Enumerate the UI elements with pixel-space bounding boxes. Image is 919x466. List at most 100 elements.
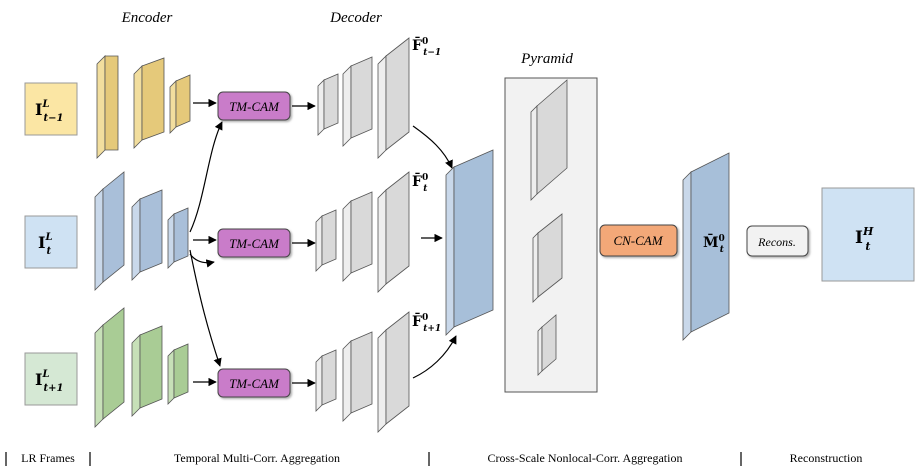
tmcam-top-label: TM-CAM <box>229 99 280 114</box>
encoder-prev-l2-side <box>133 65 143 149</box>
decoder-prev-l2-front <box>350 56 373 139</box>
cncam-label: CN-CAM <box>613 233 663 248</box>
tmcam-bot: TM-CAM <box>217 368 291 398</box>
encoder-prev <box>96 55 191 159</box>
encoder-next-l2-side <box>131 334 141 417</box>
pyramid-l3-front <box>541 314 557 372</box>
tmcam-bot-label: TM-CAM <box>229 376 280 391</box>
decoder-curr <box>315 171 410 293</box>
arrow-curr-to-tmcam-bot <box>189 249 222 367</box>
m-sub: t <box>720 245 725 255</box>
pyramid-l1-front <box>536 79 568 195</box>
f-prev-base: F̄ <box>412 35 422 54</box>
encoder-curr-l2-side <box>131 198 141 281</box>
tmcam-bot-box <box>217 368 291 398</box>
tmcam-top: TM-CAM <box>217 91 291 121</box>
decoder-next-l2-side <box>342 340 352 422</box>
encoder-next-l3-side <box>167 349 175 405</box>
encoder-curr-l3-front <box>173 207 189 263</box>
encoder-curr-l1-side <box>94 188 104 291</box>
input-curr-sup: L <box>44 232 52 243</box>
decoder-prev-l1-front <box>323 73 339 130</box>
decoder-header: Decoder <box>329 10 382 26</box>
input-curr-base: I <box>38 233 45 252</box>
output-frame-box <box>821 187 915 282</box>
arrow-dec-prev-to-fused <box>412 125 453 169</box>
input-prev-sup: L <box>41 99 49 110</box>
output-sub: t <box>865 240 870 253</box>
encoder-prev-l2-front <box>141 57 165 141</box>
stage-label-tmca: Temporal Multi-Corr. Aggregation <box>174 451 340 465</box>
f-next-sub: t+1 <box>423 324 441 334</box>
decoder-next-l1-front <box>321 349 337 406</box>
fused-feature <box>445 149 494 336</box>
recons-box <box>746 225 809 257</box>
decoder-curr-l3-side <box>377 189 387 293</box>
fused-feature-side <box>445 166 455 336</box>
decoder-next-l3-side <box>377 329 387 433</box>
f-next-base: F̄ <box>412 311 422 330</box>
arrow-curr-to-tmcam-top <box>189 121 223 233</box>
tmcam-connections <box>292 101 316 388</box>
input-prev-base: I <box>35 100 42 119</box>
stage-dividers <box>5 452 742 466</box>
pyramid-header: Pyramid <box>520 51 573 67</box>
cncam: CN-CAM <box>599 224 678 257</box>
recons-label: Recons. <box>757 235 796 249</box>
decoder-next-l1-side <box>315 355 323 412</box>
decoder-next <box>315 311 410 433</box>
decoder-prev-l1-side <box>317 79 325 136</box>
f-next-sup: 0 <box>422 313 428 323</box>
input-frame-curr-box <box>24 215 78 269</box>
tmcam-mid: TM-CAM <box>217 228 291 258</box>
encoder-prev-l3-side <box>169 80 177 134</box>
stage-label-lr: LR Frames <box>21 451 75 465</box>
encoder-next-l2-front <box>139 325 163 409</box>
input-prev-sub: t−1 <box>44 113 64 124</box>
encoder-header: Encoder <box>121 10 173 26</box>
encoder-next-l1-side <box>94 324 104 428</box>
decoder-prev-l3-side <box>377 55 387 159</box>
pyramid-l2-side <box>532 232 539 303</box>
encoder-connections <box>189 98 223 387</box>
decoder-next-l3-front <box>385 311 410 425</box>
aggregated-feature-side <box>682 171 692 341</box>
tmcam-top-box <box>217 91 291 121</box>
encoder-prev-l1-side <box>96 55 106 159</box>
encoder-curr-l3-side <box>167 213 175 269</box>
f-curr-base: F̄ <box>412 171 422 190</box>
aggregated-feature-front <box>690 152 730 333</box>
decoder-curr-l2-side <box>342 200 352 282</box>
recons: Recons. <box>746 225 809 257</box>
cncam-box <box>599 224 678 257</box>
fusion-connections <box>412 125 457 379</box>
decoder-curr-l1-side <box>315 215 323 272</box>
f-curr-sup: 0 <box>422 173 428 183</box>
pyramid-l1-side <box>530 105 538 201</box>
output-base: I <box>855 228 863 248</box>
aggregated-feature <box>682 152 730 341</box>
fused-feature-front <box>453 149 494 328</box>
input-next-sup: L <box>41 369 49 380</box>
pyramid-l2-front <box>537 213 563 298</box>
tmcam-mid-box <box>217 228 291 258</box>
encoder-curr-l1-front <box>102 171 125 283</box>
input-next-sub: t+1 <box>44 383 64 394</box>
encoder-curr <box>94 171 189 291</box>
tmcam-mid-label: TM-CAM <box>229 236 280 251</box>
input-curr-sub: t <box>47 246 52 257</box>
decoder-prev <box>317 37 410 159</box>
m-base: M̄ <box>703 232 719 251</box>
decoder-next-l2-front <box>350 331 373 414</box>
